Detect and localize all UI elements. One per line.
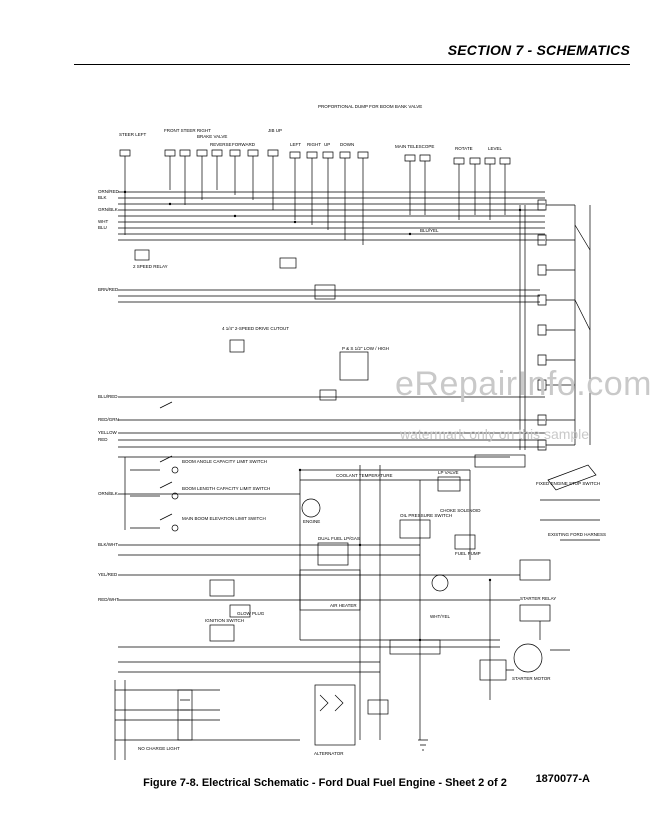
wire-wht-yel: WHT/YEL (430, 614, 450, 619)
watermark-text: eRepairInfo.com (395, 365, 650, 403)
label-front-steer-right: FRONT STEER RIGHT (164, 128, 211, 133)
wire-orn-blk: ORN/BLK (98, 491, 118, 496)
component-labels: 2 SPEED RELAY 4 1/4" 2-SPEED DRIVE CUTOU… (133, 264, 606, 756)
label-boom-length-switch: BOOM LENGTH CAPACITY LIMIT SWITCH (182, 486, 270, 491)
label-main-lift-down: DOWN (340, 142, 354, 147)
label-two-speed-switch: P & S 1/2" LOW / HIGH (342, 346, 389, 351)
label-alternator: ALTERNATOR (314, 751, 344, 756)
starter-section (479, 464, 600, 681)
right-connector-column (519, 199, 591, 451)
label-reverse: REVERSE (210, 142, 232, 147)
label-speed-relay: 2 SPEED RELAY (133, 264, 168, 269)
label-proportional-dump: PROPORTIONAL DUMP FOR BOOM BANK VALVE (318, 104, 422, 109)
drawing-number: 1870077-A (535, 773, 590, 785)
label-no-charge-light: NO CHARGE LIGHT (138, 746, 180, 751)
figure-caption: Figure 7-8. Electrical Schematic - Ford … (143, 777, 507, 789)
label-coolant-temp: COOLANT TEMPERATURE (336, 473, 393, 478)
wire-blk: BLK (98, 195, 107, 200)
top-labels: STEER LEFT FRONT STEER RIGHT BRAKE VALVE… (119, 104, 503, 151)
label-existing-ford-harness: EXISTING FORD HARNESS (548, 532, 606, 537)
label-fuel-pump: FUEL PUMP (455, 551, 481, 556)
junction-nodes (123, 190, 522, 642)
wire-red-wht: RED/WHT (98, 597, 119, 602)
label-boom-angle-switch: BOOM ANGLE CAPACITY LIMIT SWITCH (182, 459, 267, 464)
label-glow-plug: GLOW PLUG (237, 611, 265, 616)
label-steer-left: STEER LEFT (119, 132, 147, 137)
label-oil-pressure: OIL PRESSURE SWITCH (400, 513, 452, 518)
limit-switches (124, 401, 179, 532)
wire-blu: BLU (98, 225, 107, 230)
alternator-section (114, 579, 428, 760)
wire-blu-red: BLU/RED (98, 394, 118, 399)
wire-yellow: YELLOW (98, 430, 118, 435)
wire-orn-red: ORN/RED (98, 189, 120, 194)
wire-wht: WHT (98, 219, 108, 224)
wire-labels: ORN/RED BLK GRN/BLK WHT BLU BRN/RED BLU/… (98, 189, 450, 619)
label-drive-cutout: 4 1/4" 2-SPEED DRIVE CUTOUT (222, 326, 289, 331)
vertical-drops (124, 156, 506, 245)
label-dual-fuel: DUAL FUEL LP/GAS (318, 536, 360, 541)
wire-yel-red: YEL/RED (98, 572, 118, 577)
label-starter-relay: STARTER RELAY (520, 596, 556, 601)
label-forward: FORWARD (232, 142, 256, 147)
header-rule (74, 64, 630, 65)
label-main-boom-elevation: MAIN BOOM ELEVATION LIMIT SWITCH (182, 516, 266, 521)
top-connectors (119, 149, 511, 165)
wire-red: RED (98, 437, 108, 442)
label-engine: ENGINE (303, 519, 320, 524)
label-rotate: ROTATE (455, 146, 473, 151)
section-title: SECTION 7 - SCHEMATICS (447, 42, 630, 58)
watermark-subtext: watermark only on this sample (400, 426, 590, 442)
label-swing-left: LEFT (290, 142, 301, 147)
label-main-lift-up: UP (324, 142, 330, 147)
wire-brn-red: BRN/RED (98, 287, 119, 292)
relays (134, 249, 526, 468)
wire-grn-blk: GRN/BLK (98, 207, 118, 212)
label-pressure-switch: FIXED ENGINE STOP SWITCH (536, 481, 600, 486)
wire-blk-wht: BLK/WHT (98, 542, 118, 547)
wire-red-grn: RED/GRN (98, 417, 119, 422)
label-choke-solenoid: CHOKE SOLENOID (440, 508, 481, 513)
label-level: LEVEL (488, 146, 503, 151)
label-swing-right: RIGHT (307, 142, 321, 147)
label-starter-motor: STARTER MOTOR (512, 676, 551, 681)
label-lp-valve: LP VALVE (438, 470, 459, 475)
label-main-telescope: MAIN TELESCOPE (395, 144, 434, 149)
label-air-heater: AIR HEATER (330, 603, 357, 608)
label-brake-valve: BRAKE VALVE (197, 134, 227, 139)
label-jib-up: JIB UP (268, 128, 282, 133)
harness-bundle (118, 191, 545, 673)
label-ignition-switch: IGNITION SWITCH (205, 618, 244, 623)
wire-blu-yel: BLU/YEL (420, 228, 439, 233)
